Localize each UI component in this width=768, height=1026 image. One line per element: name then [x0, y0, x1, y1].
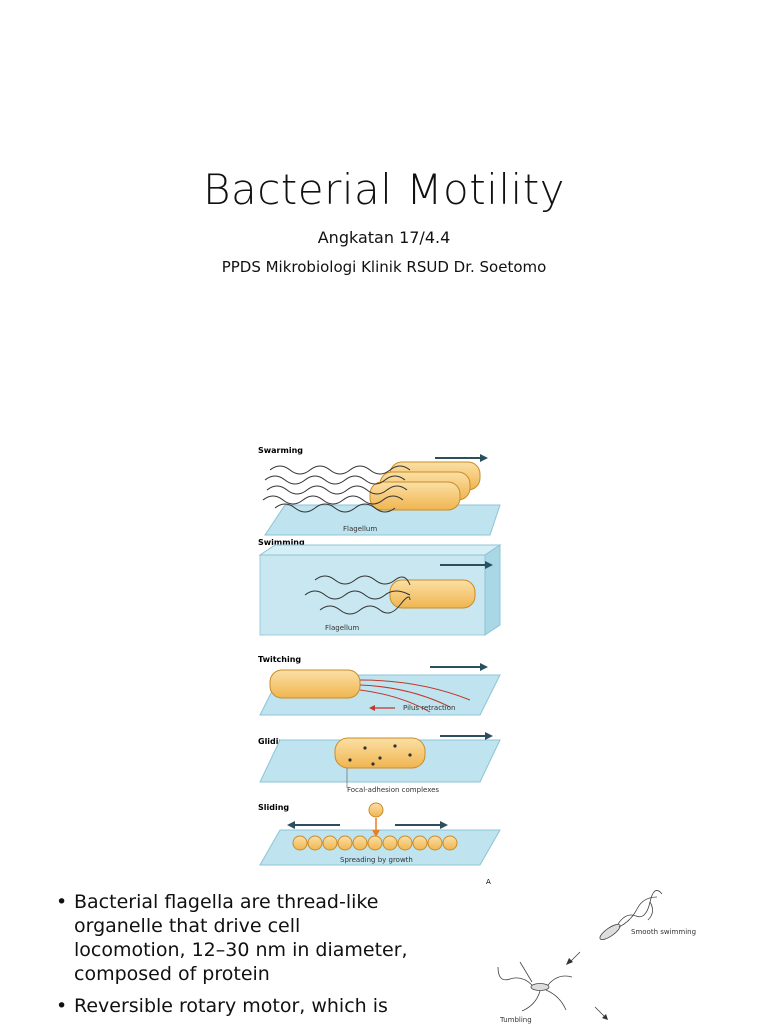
bullet-text: Bacterial flagella are thread-like organ…	[74, 891, 408, 985]
twitching-panel: Twitching Pilus retraction	[258, 655, 501, 716]
bullet-marker: •	[56, 995, 68, 1017]
bullet-list: • Bacterial flagella are thread-like org…	[56, 890, 416, 1026]
swarming-flagella	[262, 465, 411, 513]
panel-letter: A	[486, 878, 491, 886]
swimming-panel: Swimming Flagellum	[258, 538, 502, 636]
bullet-item: • Bacterial flagella are thread-like org…	[56, 890, 416, 986]
swimming-cell	[389, 579, 476, 609]
gliding-panel: Gliding Focal-adhesion complexes	[258, 732, 501, 794]
swarming-label: Flagellum	[343, 525, 377, 533]
swimming-label: Flagellum	[325, 624, 359, 632]
direction-arrow	[569, 951, 581, 963]
swarming-surface	[264, 504, 501, 536]
tumbling-cell	[497, 961, 573, 1012]
bullet-text: Reversible rotary motor, which is	[74, 995, 388, 1017]
slide-title: Bacterial Motility	[202, 165, 566, 214]
twitching-heading: Twitching	[258, 655, 301, 664]
sliding-label: Spreading by growth	[340, 856, 413, 864]
gliding-label: Focal-adhesion complexes	[347, 786, 439, 794]
sliding-cell-row	[292, 835, 458, 851]
motility-diagram: Swarming Flagellum Swimming Flagellum	[258, 446, 502, 866]
twitching-label: Pilus retraction	[403, 704, 455, 712]
tumbling-label: Tumbling	[499, 1016, 532, 1024]
slide-subtitle-cohort: Angkatan 17/4.4	[317, 228, 451, 247]
gliding-adhesion-points	[348, 744, 412, 766]
slide-subtitle-department: PPDS Mikrobiologi Klinik RSUD Dr. Soetom…	[221, 258, 547, 276]
swimming-tumbling-diagram: A Smooth swimming Tumbling	[486, 878, 696, 1024]
gliding-heading: Gliding	[258, 737, 290, 746]
swimming-flagella	[304, 575, 411, 615]
sliding-heading: Sliding	[258, 803, 289, 812]
gliding-cell	[334, 737, 426, 769]
swarming-cell	[369, 481, 461, 511]
bullet-item: • Reversible rotary motor, which is	[56, 994, 416, 1018]
twitching-pili	[359, 679, 471, 713]
sliding-dividing-cell	[368, 802, 384, 818]
swarming-heading: Swarming	[258, 446, 303, 455]
smooth-swimming-cell	[599, 890, 663, 941]
swimming-heading: Swimming	[258, 538, 305, 547]
swarming-panel: Swarming Flagellum	[258, 446, 501, 536]
bullet-marker: •	[56, 891, 68, 913]
smooth-swimming-label: Smooth swimming	[631, 928, 696, 936]
sliding-panel: Sliding Spreading by growth	[258, 802, 501, 866]
twitching-cell	[269, 669, 361, 699]
